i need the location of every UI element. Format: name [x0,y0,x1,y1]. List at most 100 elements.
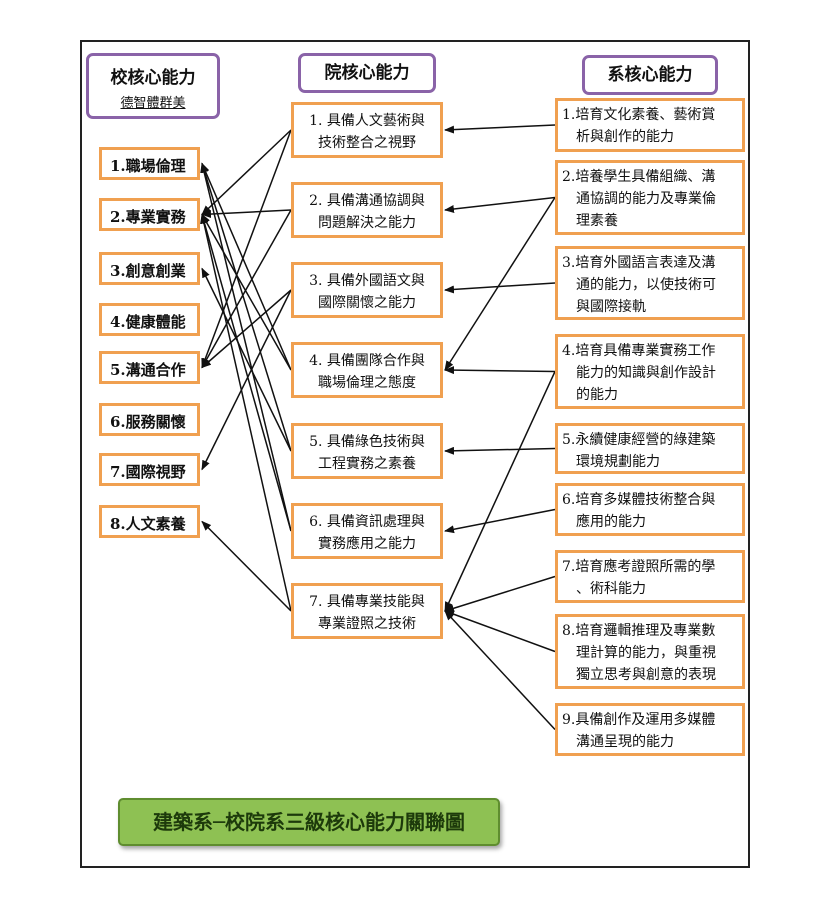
dept-item-line: 環境規劃能力 [576,454,660,470]
dept-item: 7.培育應考證照所需的學 、術科能力 [555,550,745,603]
college-item-line: 職場倫理之態度 [318,375,416,391]
dept-to-college-arrow [444,508,556,534]
college-core-header: 院核心能力 [298,53,436,93]
school-item: 1.職場倫理 [99,147,200,180]
college-item-line: 技術整合之視野 [318,135,416,151]
college-item-line: 工程實務之素養 [318,456,416,472]
dept-core-title: 系核心能力 [607,65,693,85]
college-item-line: 1. 具備人文藝術與 [309,113,425,129]
school-core-header: 校核心能力 德智體群美 [86,53,220,119]
school-item: 2.專業實務 [99,198,200,231]
college-to-school-arrow [201,129,292,216]
dept-to-college-arrow [444,197,556,371]
school-item-label: 2.專業實務 [110,208,186,226]
dept-item: 2.培養學生具備組織、溝 通協調的能力及專業倫 理素養 [555,160,745,235]
dept-item-line: 析與創作的能力 [576,129,674,145]
dept-item-line: 獨立思考與創意的表現 [576,667,716,683]
college-to-school-arrow [200,213,292,612]
dept-item: 9.具備創作及運用多媒體 溝通呈現的能力 [555,703,745,756]
college-item: 5. 具備綠色技術與 工程實務之素養 [291,423,443,479]
dept-item-line: 、術科能力 [576,581,646,597]
dept-to-college-arrow [444,196,556,213]
school-item: 3.創意創業 [99,252,200,285]
college-item: 2. 具備溝通協調與 問題解決之能力 [291,182,443,238]
school-item-label: 3.創意創業 [110,262,186,280]
school-item: 7.國際視野 [99,453,200,486]
college-to-school-arrow [200,162,292,532]
dept-item: 6.培育多媒體技術整合與 應用的能力 [555,483,745,536]
dept-item-line: 溝通呈現的能力 [576,734,674,750]
dept-item-line: 6.培育多媒體技術整合與 [562,492,716,508]
college-item-line: 5. 具備綠色技術與 [309,434,425,450]
college-item: 1. 具備人文藝術與 技術整合之視野 [291,102,443,158]
diagram-frame [80,40,750,868]
college-item-line: 6. 具備資訊處理與 [309,514,425,530]
dept-item: 5.永續健康經營的綠建築 環境規劃能力 [555,423,745,474]
diagram-title: 建築系─校院系三級核心能力關聯圖 [118,798,500,846]
college-to-school-arrow [201,129,292,369]
dept-item-line: 3.培育外國語言表達及溝 [562,255,716,271]
dept-item: 1.培育文化素養、藝術賞 析與創作的能力 [555,98,745,152]
dept-to-college-arrow [444,446,556,455]
dept-item-line: 理計算的能力，與重視 [576,645,716,661]
school-item: 5.溝通合作 [99,351,200,384]
dept-item-line: 與國際接軌 [576,299,646,315]
dept-item-line: 理素養 [576,213,618,229]
dept-item: 8.培育邏輯推理及專業數 理計算的能力，與重視 獨立思考與創意的表現 [555,614,745,689]
college-item-line: 專業證照之技術 [318,616,416,632]
college-item-line: 國際關懷之能力 [318,295,416,311]
college-to-school-arrow [201,289,292,471]
dept-to-college-arrow [444,124,556,134]
dept-to-college-arrow [444,610,556,653]
college-item: 7. 具備專業技能與 專業證照之技術 [291,583,443,639]
college-item-line: 4. 具備團隊合作與 [309,353,425,369]
school-item-label: 6.服務關懷 [110,413,186,431]
college-to-school-arrow [201,289,292,369]
college-item-line: 問題解決之能力 [318,215,416,231]
dept-item-line: 通協調的能力及專業倫 [576,191,716,207]
dept-item-line: 1.培育文化素養、藝術賞 [562,107,716,123]
dept-item-line: 通的能力，以使技術可 [576,277,716,293]
college-to-school-arrow [201,213,292,371]
school-item-label: 4.健康體能 [110,313,186,331]
dept-item-line: 能力的知識與創作設計 [576,365,716,381]
college-to-school-arrow [200,162,292,452]
school-item-label: 8.人文素養 [110,515,186,533]
dept-core-header: 系核心能力 [582,55,718,95]
school-core-title: 校核心能力 [110,68,196,88]
college-to-school-arrow [201,209,292,369]
college-to-school-arrow [201,520,292,612]
dept-item-line: 應用的能力 [576,514,646,530]
dept-to-college-arrow [444,371,556,612]
dept-item-line: 7.培育應考證照所需的學 [562,559,716,575]
school-item-label: 1.職場倫理 [110,157,186,175]
college-core-title: 院核心能力 [324,63,410,83]
dept-item-line: 2.培養學生具備組織、溝 [562,169,716,185]
dept-item: 4.培育具備專業實務工作 能力的知識與創作設計 的能力 [555,334,745,409]
dept-to-college-arrow [444,575,556,613]
school-item: 8.人文素養 [99,505,200,538]
college-to-school-arrow [201,267,292,452]
college-item-line: 3. 具備外國語文與 [309,273,425,289]
school-core-subtitle: 德智體群美 [120,96,186,111]
dept-to-college-arrow [444,282,556,294]
school-item: 6.服務關懷 [99,403,200,436]
dept-to-college-arrow [444,610,556,731]
college-item-line: 7. 具備專業技能與 [309,594,425,610]
dept-item: 3.培育外國語言表達及溝 通的能力，以使技術可 與國際接軌 [555,246,745,320]
college-item-line: 2. 具備溝通協調與 [309,193,425,209]
school-item-label: 7.國際視野 [110,463,186,481]
college-to-school-arrow [201,209,292,219]
dept-item-line: 8.培育邏輯推理及專業數 [562,623,716,639]
school-item-label: 5.溝通合作 [110,361,186,379]
college-item: 4. 具備團隊合作與 職場倫理之態度 [291,342,443,398]
college-item-line: 實務應用之能力 [318,536,416,552]
dept-item-line: 5.永續健康經營的綠建築 [562,432,716,448]
college-item: 6. 具備資訊處理與 實務應用之能力 [291,503,443,559]
dept-item-line: 4.培育具備專業實務工作 [562,343,716,359]
dept-to-college-arrow [444,366,556,375]
college-to-school-arrow [201,162,292,371]
diagram-title-text: 建築系─校院系三級核心能力關聯圖 [152,810,466,834]
dept-item-line: 9.具備創作及運用多媒體 [562,712,716,728]
